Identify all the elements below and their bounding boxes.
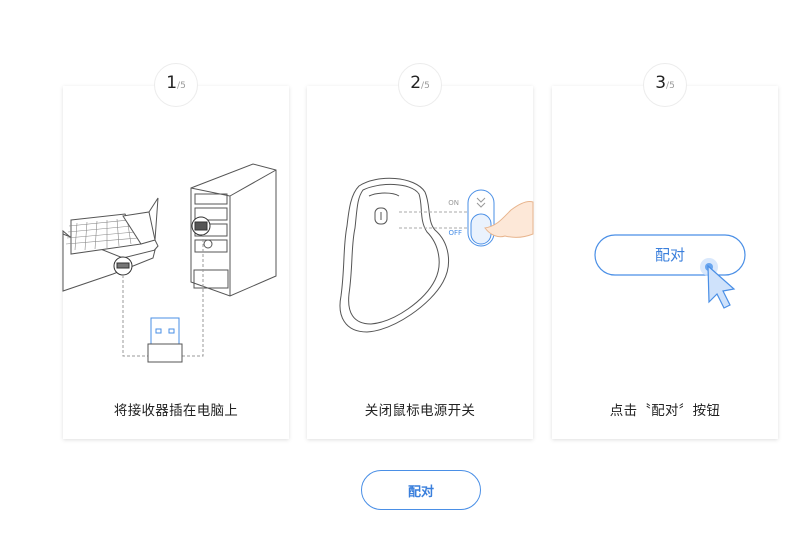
step-card-2: 2 /5 xyxy=(307,63,534,439)
demo-pair-button: 配对 xyxy=(594,234,746,276)
step-card-1: 1 /5 xyxy=(62,63,289,439)
step-total: /5 xyxy=(666,81,675,91)
usb-receiver-icon xyxy=(147,317,183,363)
switch-off-label: OFF xyxy=(448,229,462,237)
step-caption: 将接收器插在电脑上 xyxy=(113,403,239,419)
step-badge-1: 1 /5 xyxy=(154,63,198,107)
step-total: /5 xyxy=(421,81,430,91)
plug-receiver-illustration xyxy=(62,163,277,363)
demo-pair-button-label: 配对 xyxy=(655,246,685,264)
mouse-icon xyxy=(339,177,450,333)
laptop-icon xyxy=(62,197,159,292)
step-badge-2: 2 /5 xyxy=(398,63,442,107)
step-number: 1 xyxy=(166,73,178,93)
click-pair-illustration: 配对 xyxy=(594,234,746,309)
pair-button[interactable]: 配对 xyxy=(361,470,481,510)
power-switch-icon xyxy=(467,189,495,247)
step-badge-3: 3 /5 xyxy=(643,63,687,107)
step-card-3: 3 /5 配对 点击〝配对〞按钮 xyxy=(552,63,778,439)
step-number: 3 xyxy=(655,73,667,93)
cursor-arrow-icon xyxy=(707,264,736,309)
pc-tower-icon xyxy=(190,163,277,297)
hand-icon xyxy=(484,201,534,238)
power-off-illustration: ON OFF xyxy=(339,177,534,333)
step-caption: 关闭鼠标电源开关 xyxy=(364,403,476,419)
step-total: /5 xyxy=(177,81,186,91)
step-number: 2 xyxy=(410,73,422,93)
switch-on-label: ON xyxy=(448,199,459,207)
step-caption: 点击〝配对〞按钮 xyxy=(609,403,721,419)
